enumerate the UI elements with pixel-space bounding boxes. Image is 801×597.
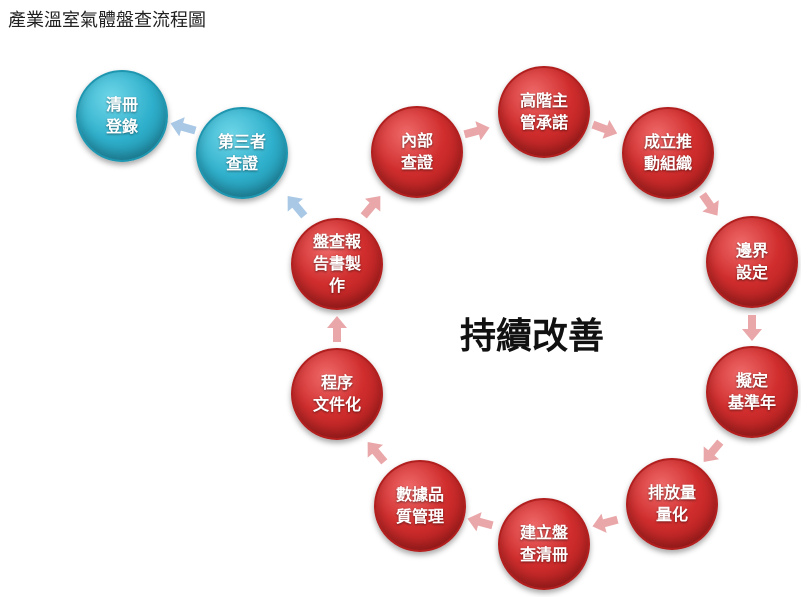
node-label-line: 邊界: [735, 241, 768, 260]
node-label-line: 登錄: [105, 117, 138, 136]
node-label-line: 建立盤: [519, 523, 568, 542]
arrow-icon: [360, 436, 392, 469]
node-label-line: 盤查報: [312, 232, 361, 251]
node-label-line: 程序: [320, 373, 353, 392]
node-label-line: 質管理: [395, 507, 444, 526]
node-label-line: 排放量: [647, 483, 696, 502]
node-registration: 清冊 登錄: [76, 70, 168, 162]
node-label-line: 清冊: [105, 95, 138, 114]
node-label-line: 設定: [735, 263, 768, 282]
node-label-line: 成立推: [643, 132, 692, 151]
node-label-line: 第三者: [217, 132, 266, 151]
arrow-icon: [327, 316, 347, 342]
arrow-icon: [589, 115, 620, 143]
arrow-icon: [280, 190, 312, 223]
arrow-icon: [590, 510, 620, 536]
node-label-line: 高階主: [519, 91, 568, 110]
node-label-line: 文件化: [312, 395, 361, 414]
node-label-line: 查清冊: [519, 545, 568, 564]
node-label-line: 動組織: [643, 154, 692, 173]
arrow-icon: [168, 114, 199, 140]
node-label-line: 基準年: [727, 393, 776, 412]
node-emission-quantification: 排放量 量化: [626, 458, 718, 550]
node-label-line: 查證: [225, 154, 258, 173]
node-label-line: 告書製: [312, 254, 361, 273]
node-label-line: 擬定: [735, 371, 768, 390]
node-procedure-documentation: 程序 文件化: [291, 348, 383, 440]
page-title: 產業溫室氣體盤查流程圖: [8, 10, 206, 31]
node-build-inventory: 建立盤 查清冊: [498, 498, 590, 590]
node-third-party-verification: 第三者 查證: [196, 107, 288, 199]
node-label-line: 管承諾: [519, 113, 568, 132]
node-label-line: 查證: [400, 153, 433, 172]
node-data-quality-management: 數據品 質管理: [374, 460, 466, 552]
node-label-line: 量化: [655, 505, 688, 524]
node-top-management-commitment: 高階主 管承諾: [498, 66, 590, 158]
node-internal-verification: 內部 查證: [371, 106, 463, 198]
center-label: 持續改善: [460, 316, 605, 357]
arrow-icon: [462, 118, 492, 144]
arrow-icon: [742, 315, 762, 341]
node-label-line: 數據品: [395, 485, 444, 504]
arrow-icon: [465, 509, 495, 535]
arrow-icon: [696, 436, 728, 469]
arrow-icon: [694, 189, 725, 222]
node-establish-organization: 成立推 動組織: [622, 107, 714, 199]
node-base-year: 擬定 基準年: [706, 346, 798, 438]
node-label-line: 作: [328, 276, 345, 295]
node-label-line: 內部: [400, 131, 433, 150]
node-inventory-report: 盤查報 告書製 作: [291, 218, 383, 310]
arrow-icon: [356, 190, 388, 223]
node-boundary-setting: 邊界 設定: [706, 216, 798, 308]
